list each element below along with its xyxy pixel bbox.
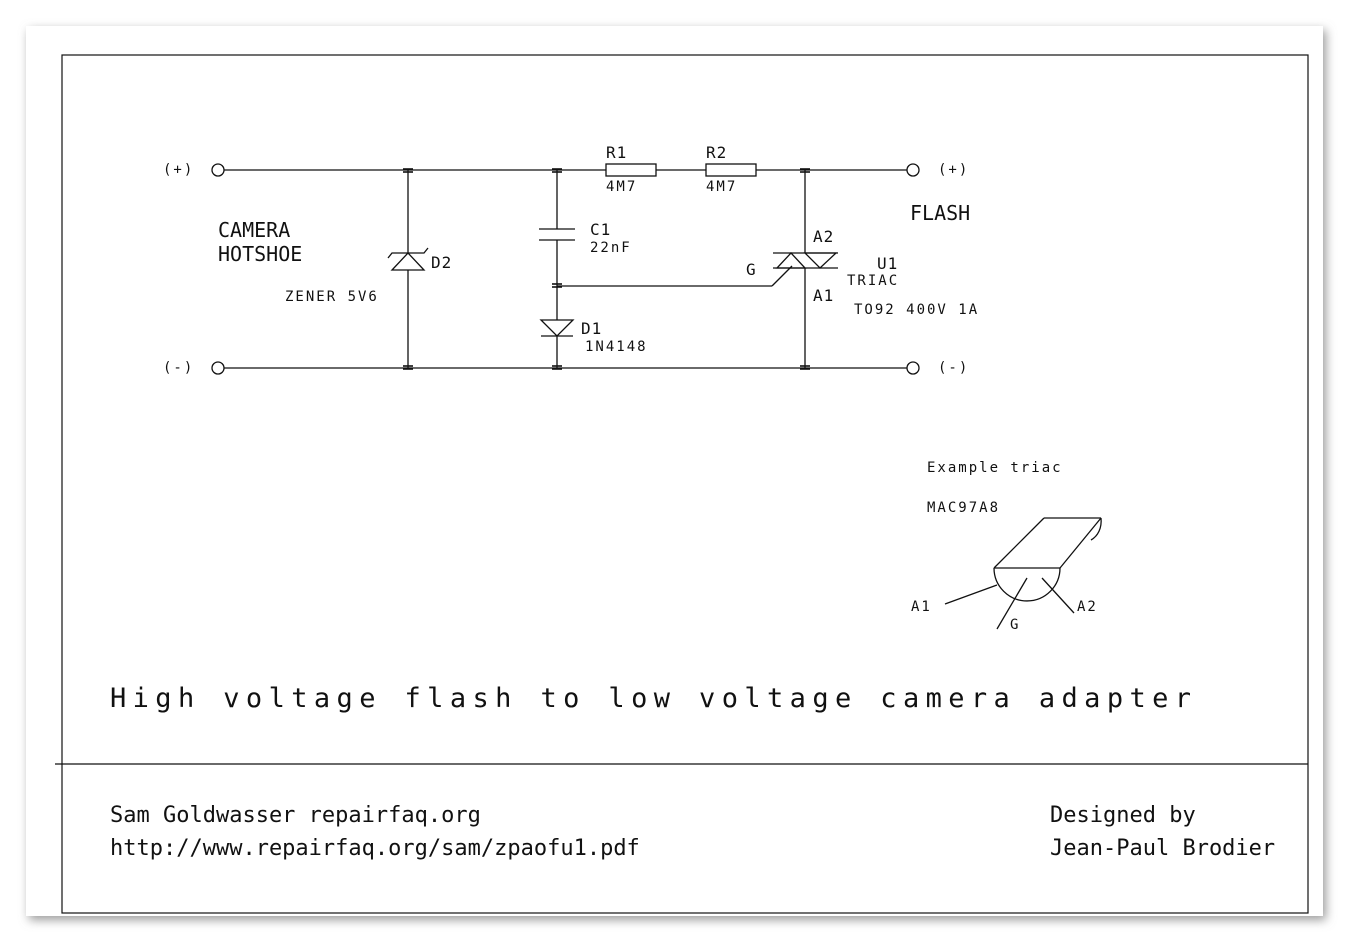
resistor-r2 (705, 163, 757, 177)
resistor-r1 (605, 163, 657, 177)
flash-label: FLASH (910, 201, 971, 225)
to92-package-sketch (944, 517, 1102, 630)
d1-label: D1 (581, 319, 603, 338)
g-label: G (746, 260, 757, 279)
u1-spec-label: TO92 400V 1A (854, 302, 980, 318)
gate-lead (771, 265, 793, 287)
pin-g-label: G (1010, 617, 1021, 633)
triac-u1 (773, 170, 838, 368)
u1-label: U1 (877, 254, 899, 273)
r2-value-label: 4M7 (706, 179, 738, 195)
example-heading: Example triac (927, 460, 1063, 476)
terminal-left-minus (211, 361, 225, 375)
designer-name: Jean-Paul Brodier (1050, 836, 1276, 861)
zener-label: ZENER 5V6 (285, 289, 379, 305)
d2-label: D2 (431, 253, 453, 272)
paper (26, 26, 1323, 916)
hotshoe-label: HOTSHOE (218, 242, 303, 266)
source-line-1: Sam Goldwasser repairfaq.org (110, 803, 481, 828)
left-minus-label: (-) (163, 360, 195, 376)
left-plus-label: (+) (163, 162, 195, 178)
capacitor-c1 (539, 170, 575, 320)
terminal-right-minus (906, 361, 920, 375)
terminal-left-plus (211, 163, 225, 177)
r2-label: R2 (706, 143, 728, 162)
drawing-title: High voltage flash to low voltage camera… (110, 683, 1198, 714)
zener-diode-d2 (387, 170, 429, 368)
right-plus-label: (+) (938, 162, 970, 178)
right-minus-label: (-) (938, 360, 970, 376)
drawing-frame (61, 54, 1309, 914)
r1-value-label: 4M7 (606, 179, 638, 195)
example-part: MAC97A8 (927, 500, 1001, 516)
u1-type-label: TRIAC (847, 273, 900, 289)
designed-by-label: Designed by (1050, 803, 1196, 828)
c1-label: C1 (590, 220, 612, 239)
camera-label: CAMERA (218, 218, 291, 242)
junction-marks (403, 168, 810, 370)
pin-a2-label: A2 (1077, 599, 1098, 615)
a2-label: A2 (813, 227, 835, 246)
source-url[interactable]: http://www.repairfaq.org/sam/zpaofu1.pdf (110, 836, 640, 861)
d1-value-label: 1N4148 (585, 339, 648, 355)
terminal-right-plus (906, 163, 920, 177)
a1-label: A1 (813, 286, 835, 305)
r1-label: R1 (606, 143, 628, 162)
c1-value-label: 22nF (590, 240, 632, 256)
diode-d1 (539, 319, 575, 368)
pin-a1-label: A1 (911, 599, 932, 615)
